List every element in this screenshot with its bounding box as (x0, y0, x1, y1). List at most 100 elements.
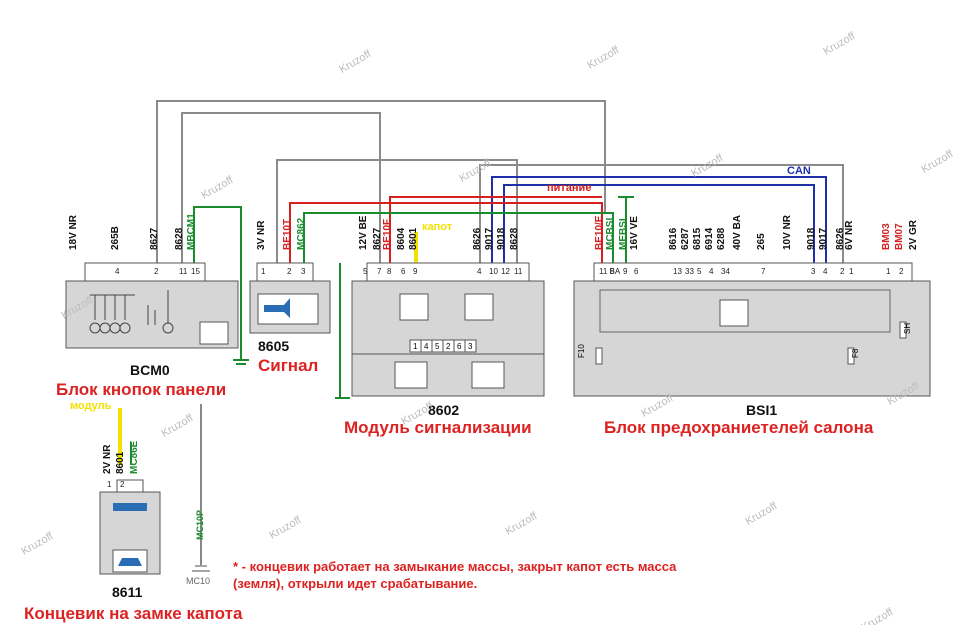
bsi-inner (599, 289, 891, 333)
pin-number: 4 (709, 267, 714, 276)
power-wire (289, 196, 603, 263)
pin-label: BE10F (382, 219, 393, 250)
pin-label: 8616 (668, 227, 679, 250)
pin-label: 8601 (115, 451, 126, 474)
pin-number: 11 (179, 267, 188, 276)
pin-label: 2V NR (102, 444, 113, 474)
alarm-terminal-number: 4 (424, 342, 429, 351)
pin-label: BM03 (881, 223, 892, 250)
bcm-leds (89, 290, 174, 334)
bcm-mask-icon (199, 321, 229, 345)
bsi-fuse-f8 (847, 347, 855, 365)
horn-title: Сигнал (258, 356, 319, 375)
pin-label: 3V NR (256, 220, 267, 250)
pin-number: 1 (107, 480, 112, 489)
pin-number: 7 (377, 267, 382, 276)
pin-label: 6914 (704, 227, 715, 250)
pin-number: 2 (120, 480, 125, 489)
pin-label: 9018 (496, 227, 507, 250)
pin-label: 6288 (716, 227, 727, 250)
pin-label: 10V NR (782, 214, 793, 250)
pin-label: 8626 (472, 227, 483, 250)
ground-wires (130, 197, 627, 565)
pin-number: 2 (287, 267, 292, 276)
pin-number: 4 (115, 267, 120, 276)
pin-number: 4 (477, 267, 482, 276)
bsi-code: BSI1 (746, 402, 778, 418)
bcm-block (65, 262, 239, 349)
hood-switch-note: * - концевик работает на замыкание массы… (233, 559, 677, 591)
fuse-label: SH (903, 323, 912, 334)
pin-label: 6287 (680, 227, 691, 250)
switch-block (99, 479, 161, 575)
pin-number: 11 (514, 267, 523, 276)
pin-label: BE10T (282, 219, 293, 250)
pin-number: 9 (623, 267, 628, 276)
pin-number: 11 BA (599, 267, 621, 276)
bsi-block (573, 262, 931, 397)
bsi-chip-icon (719, 299, 749, 327)
wire-8628-bcm (181, 112, 381, 263)
alarm-siren-left (399, 293, 429, 321)
pin-number: 1 (261, 267, 266, 276)
bsi-fuse-sh (899, 321, 907, 339)
wire-mbcm1 (193, 206, 242, 360)
switch-code: 8611 (112, 584, 143, 600)
pin-label: 12V BE (358, 215, 369, 250)
pin-label: MC86E (129, 440, 140, 474)
alarm-terminal-number: 3 (468, 342, 473, 351)
yellow-wires (118, 232, 418, 465)
pin-label: 8627 (372, 227, 383, 250)
pin-number: 13 (673, 267, 682, 276)
pin-number: 5 (363, 267, 368, 276)
pin-number: 15 (191, 267, 200, 276)
car-shape (118, 558, 142, 566)
pin-label: 2V GR (908, 219, 919, 250)
horn-code: 8605 (258, 338, 290, 354)
pin-label: 9017 (818, 227, 829, 250)
pin-number: 34 (721, 267, 730, 276)
pin-number: 7 (761, 267, 766, 276)
pin-number: 6 (401, 267, 406, 276)
pin-label: MEBSI (618, 218, 629, 250)
alarm-terminal-number: 6 (457, 342, 462, 351)
wire-8627-bcm (156, 100, 606, 263)
hood-label: капот (422, 221, 453, 233)
pin-number: 5 (697, 267, 702, 276)
pin-label: 8627 (149, 227, 160, 250)
module-label: модуль (70, 400, 112, 412)
pin-label: BE10/E (594, 215, 605, 250)
pin-number: 2 (840, 267, 845, 276)
pin-number: 4 (823, 267, 828, 276)
pin-number: 3 (811, 267, 816, 276)
bcm-title: Блок кнопок панели (56, 380, 227, 399)
pin-number: 10 (489, 267, 498, 276)
pin-number: 2 (899, 267, 904, 276)
alarm-siren-right (464, 293, 494, 321)
pin-label: 265B (110, 226, 121, 250)
fuse-label: F8 (851, 348, 860, 358)
bsi-title: Блок предохраниетелей салона (604, 418, 874, 437)
pin-label: 9018 (806, 227, 817, 250)
pin-label: MBCM1 (186, 213, 197, 250)
pin-label: 8626 (835, 227, 846, 250)
bcm-code: BCM0 (130, 362, 170, 378)
pin-label: 8604 (396, 227, 407, 250)
pin-number: 8 (387, 267, 392, 276)
switch-title: Концевик на замке капота (24, 604, 243, 623)
bsi-connector (593, 262, 913, 282)
pin-label: 6815 (692, 227, 703, 250)
switch-contact (113, 503, 147, 511)
alarm-terminal (464, 339, 477, 353)
mc10-ground (192, 565, 210, 572)
alarm-chip-icon (394, 361, 428, 389)
wire-8604 (276, 159, 518, 263)
horn-block (249, 262, 331, 334)
can-wires (491, 176, 827, 263)
mc10-label: MC10 (186, 576, 211, 586)
alarm-block (351, 262, 545, 397)
fuse-label: F10 (577, 344, 586, 358)
mc10p-label: MC10P (195, 509, 205, 540)
wire-9018 (503, 184, 815, 263)
